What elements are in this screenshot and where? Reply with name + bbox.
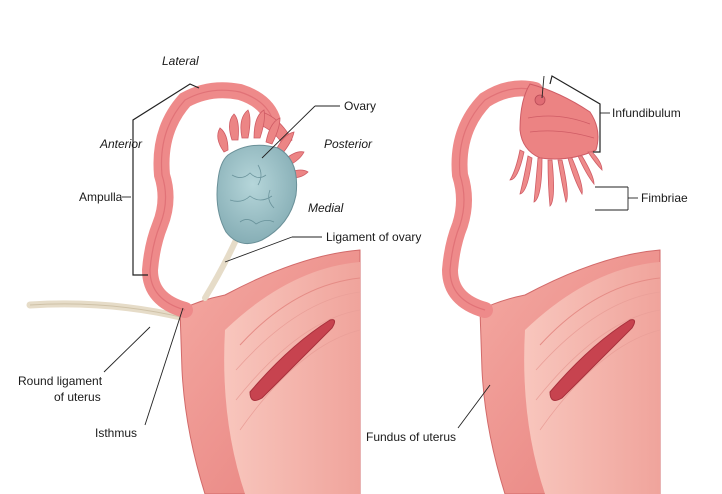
label-fundus-of-uterus: Fundus of uterus — [366, 430, 457, 444]
ligament-of-ovary-shape — [202, 237, 239, 301]
uterine-cavity-right — [549, 319, 636, 401]
infundibulum-bracket — [549, 75, 601, 153]
ampulla-bracket — [132, 83, 200, 276]
infundibulum-shape — [519, 83, 599, 160]
uterine-cavity-left — [249, 319, 336, 401]
fimbriae-right-shape — [509, 149, 603, 207]
right-figure — [441, 75, 661, 494]
label-round-ligament-line1: Round ligament — [18, 374, 103, 388]
label-fimbriae: Fimbriae — [641, 191, 688, 205]
label-lateral: Lateral — [162, 54, 199, 68]
label-anterior: Anterior — [100, 137, 143, 151]
label-medial: Medial — [308, 201, 344, 215]
left-figure — [26, 82, 361, 494]
label-isthmus: Isthmus — [95, 426, 138, 440]
label-infundibulum: Infundibulum — [612, 106, 681, 120]
fimbriae-left — [217, 109, 309, 179]
label-posterior: Posterior — [324, 137, 373, 151]
ovary-shape — [216, 144, 298, 245]
uterus-right-shape — [479, 249, 661, 494]
uterus-left-shape — [179, 249, 361, 494]
fimbriae-bracket — [595, 186, 638, 211]
label-ovary: Ovary — [344, 99, 377, 113]
label-ampulla: Ampulla — [79, 190, 123, 204]
label-round-ligament-line2: of uterus — [54, 390, 101, 404]
label-ligament-of-ovary: Ligament of ovary — [326, 230, 422, 244]
